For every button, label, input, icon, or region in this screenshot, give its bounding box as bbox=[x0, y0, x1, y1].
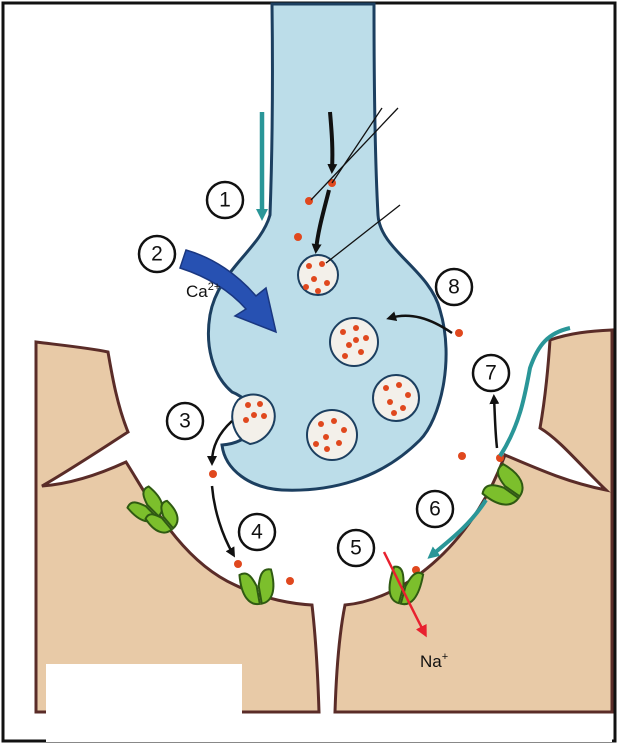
step-3-label: 3 bbox=[179, 410, 191, 433]
step-1-label: 1 bbox=[219, 189, 231, 212]
step-8: 8 bbox=[436, 269, 472, 305]
step-6: 6 bbox=[417, 491, 453, 527]
arrow-down-axon bbox=[330, 112, 332, 170]
step-8-label: 8 bbox=[448, 276, 460, 299]
sodium-symbol: Na bbox=[420, 652, 442, 671]
blank-patch-bottom bbox=[126, 716, 612, 742]
step-4: 4 bbox=[239, 514, 275, 550]
step-6-label: 6 bbox=[429, 498, 441, 521]
arrow-reuptake-up bbox=[494, 398, 497, 448]
step-5: 5 bbox=[338, 530, 374, 566]
step-7: 7 bbox=[473, 355, 509, 391]
step-2: 2 bbox=[139, 236, 175, 272]
calcium-symbol: Ca bbox=[186, 282, 208, 301]
step-4-label: 4 bbox=[251, 521, 263, 544]
step-3: 3 bbox=[167, 403, 203, 439]
step-2-label: 2 bbox=[151, 243, 163, 266]
step-5-label: 5 bbox=[350, 537, 362, 560]
sodium-charge: + bbox=[442, 651, 448, 663]
step-1: 1 bbox=[207, 182, 243, 218]
vesicle bbox=[307, 410, 357, 460]
calcium-charge: 2+ bbox=[208, 281, 221, 293]
step-7-label: 7 bbox=[485, 362, 497, 385]
arrow-diffuse bbox=[212, 486, 233, 554]
